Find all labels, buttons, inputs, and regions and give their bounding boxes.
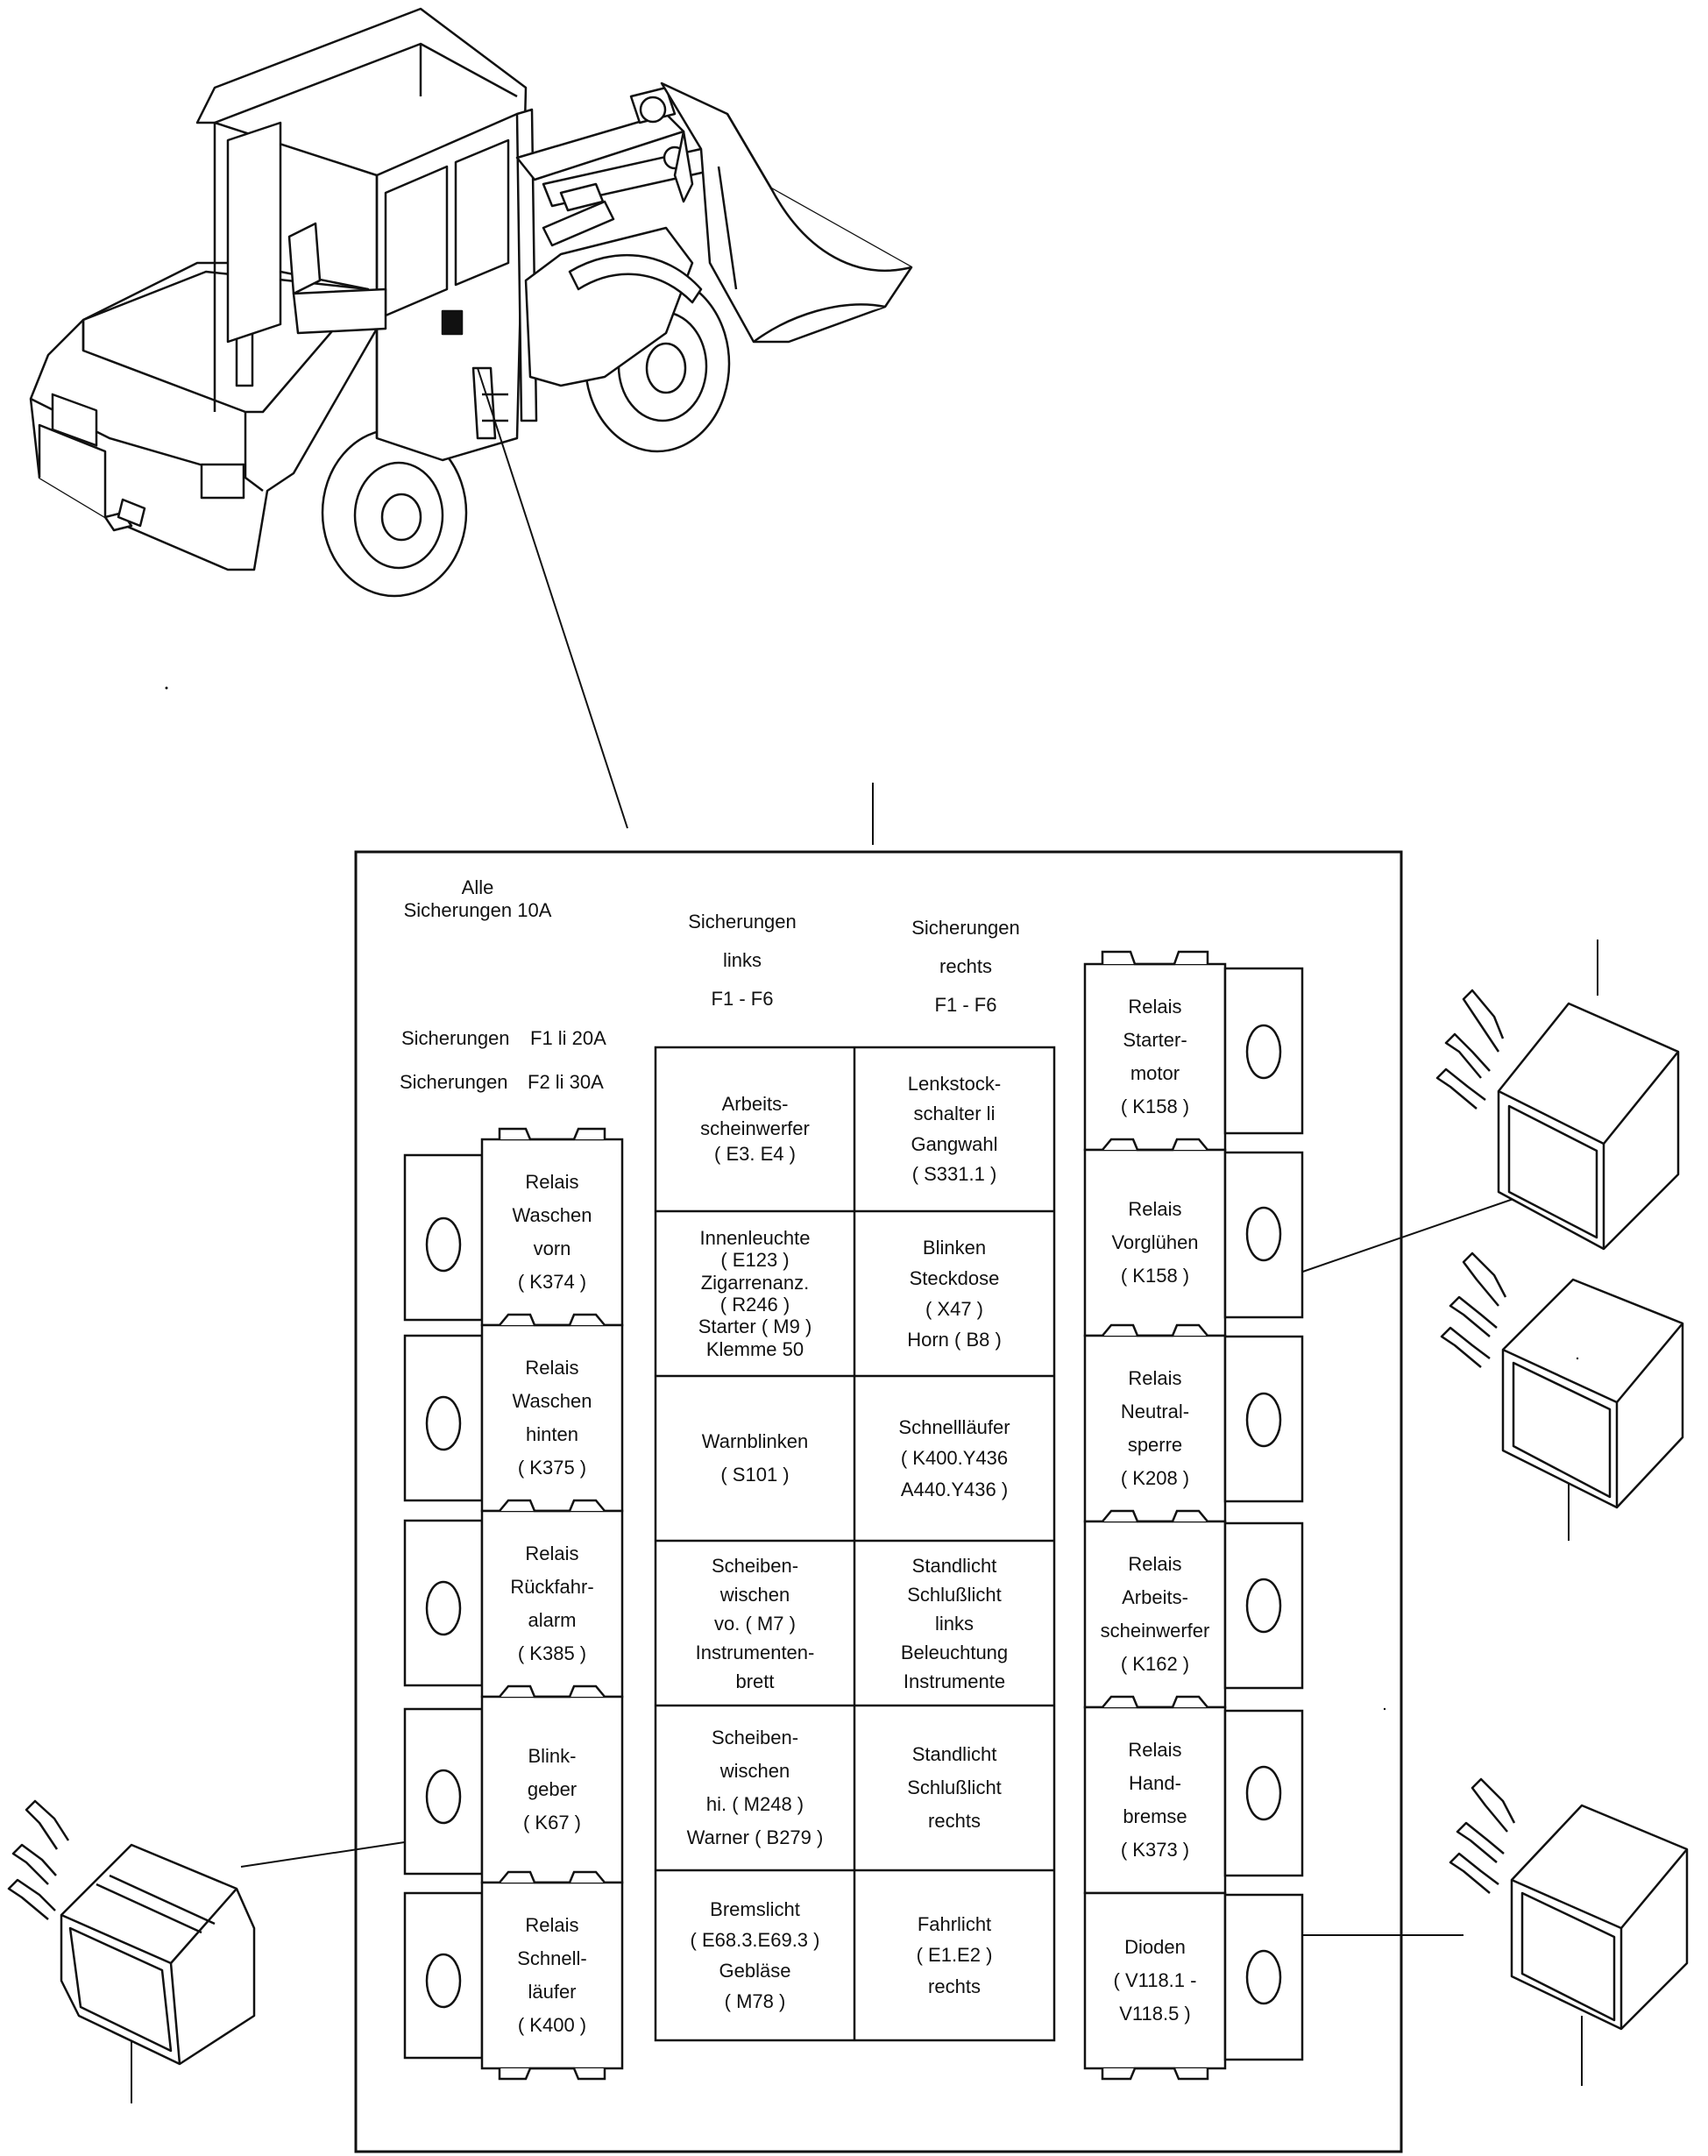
wheel-loader-illustration — [29, 7, 913, 598]
fuse-left-f1: Arbeits- scheinwerfer ( E3. E4 ) — [700, 1092, 810, 1165]
fuses-right-heading: Sicherungen rechts F1 - F6 — [911, 917, 1020, 1016]
fuse-right-f3: Schnellläufer ( K400.Y436 A440.Y436 ) — [898, 1416, 1010, 1500]
f1-rating: F1 li 20A — [530, 1027, 606, 1049]
relay-k67: Blink- geber ( K67 ) — [522, 1745, 582, 1833]
fuse-left-f6: Bremslicht ( E68.3.E69.3 ) Gebläse ( M78… — [690, 1897, 820, 2013]
fuse-right-f6: Fahrlicht ( E1.E2 ) rechts — [916, 1913, 993, 1997]
relay-k374: Relais Waschen vorn ( K374 ) — [512, 1171, 592, 1293]
relay-k373: Relais Hand- bremse ( K373 ) — [1120, 1739, 1190, 1861]
fuse-left-f5: Scheiben- wischen hi. ( M248 ) Warner ( … — [686, 1727, 824, 1848]
fuse-right-f4: Standlicht Schlußlicht links Beleuchtung… — [900, 1554, 1009, 1692]
fuse-panel-frame — [354, 850, 1403, 2153]
fuse-grid — [654, 1046, 1056, 2042]
relay-k158-glow: Relais Vorglühen ( K158 ) — [1111, 1198, 1199, 1287]
fuse-right-f1: Lenkstock- schalter li Gangwahl ( S331.1… — [907, 1073, 1002, 1185]
fuse-left-f4: Scheiben- wischen vo. ( M7 ) Instrumente… — [695, 1554, 815, 1692]
scan-specks — [165, 686, 1579, 1711]
relay-illustration-middle-right — [1440, 1252, 1684, 1509]
f1-label: Sicherungen — [401, 1027, 510, 1049]
relay-illustration-top-right — [1435, 989, 1680, 1251]
fuses-left-heading: Sicherungen links F1 - F6 — [688, 911, 797, 1010]
fuse-left-f3: Warnblinken ( S101 ) — [701, 1430, 809, 1486]
relay-k162: Relais Arbeits- scheinwerfer ( K162 ) — [1100, 1553, 1210, 1675]
right-relay-column — [1083, 950, 1304, 2081]
relay-k385: Relais Rückfahr- alarm ( K385 ) — [510, 1543, 594, 1664]
f2-label: Sicherungen — [400, 1071, 508, 1093]
fuse-right-f5: Standlicht Schlußlicht rechts — [907, 1743, 1002, 1832]
f2-rating: F2 li 30A — [528, 1071, 604, 1093]
relay-k208: Relais Neutral- sperre ( K208 ) — [1120, 1367, 1190, 1489]
left-relay-column — [403, 1127, 624, 2081]
relay-k400: Relais Schnell- läufer ( K400 ) — [517, 1914, 587, 2036]
relay-illustration-bottom-right — [1449, 1777, 1689, 2031]
relay-k375: Relais Waschen hinten ( K375 ) — [512, 1357, 592, 1479]
relay-illustration-bottom-left — [7, 1799, 256, 2066]
all-fuses-label: Alle Sicherungen 10A — [403, 876, 552, 922]
relay-k158-starter: Relais Starter- motor ( K158 ) — [1120, 996, 1190, 1117]
fuse-right-f2: Blinken Steckdose ( X47 ) Horn ( B8 ) — [907, 1236, 1002, 1351]
diodes-v118: Dioden ( V118.1 - V118.5 ) — [1113, 1936, 1197, 2025]
fuse-left-f2: Innenleuchte ( E123 ) Zigarrenanz. ( R24… — [698, 1227, 812, 1360]
